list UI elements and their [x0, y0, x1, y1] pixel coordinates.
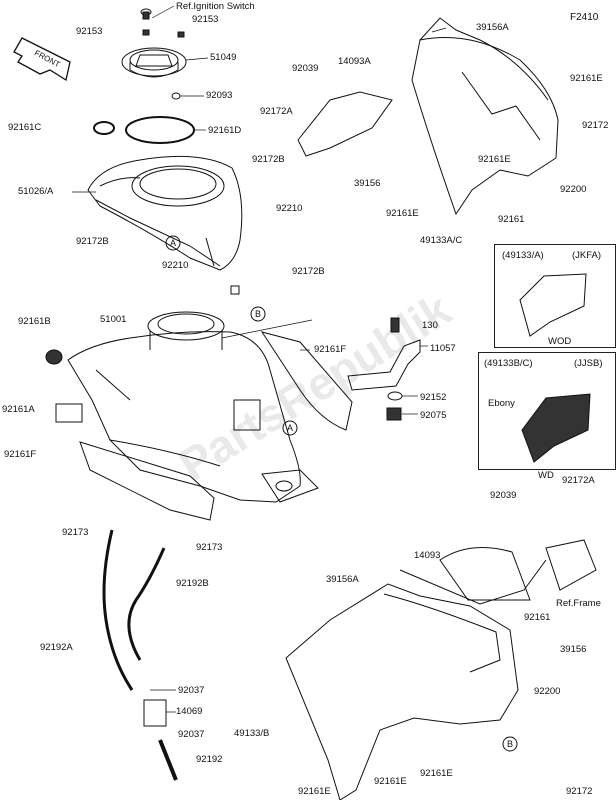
inset-shroud-a: [519, 273, 587, 337]
part-label: 130: [422, 320, 438, 331]
bracket: [347, 339, 421, 391]
leader-lines: [72, 5, 447, 713]
part-label: 51026/A: [18, 186, 54, 197]
tank-cover: [87, 155, 243, 295]
part-label: 92172: [582, 120, 609, 131]
damper: [386, 407, 402, 421]
part-label: 11057: [430, 343, 456, 354]
collar: [387, 391, 403, 401]
part-label: 92152: [420, 392, 447, 403]
fuel-tank: [67, 311, 319, 503]
part-label: 92172B: [292, 266, 325, 277]
part-label: 92153: [192, 14, 219, 25]
part-label: 92172B: [76, 236, 109, 247]
part-label: 14093A: [338, 56, 371, 67]
part-label: 14069: [176, 706, 203, 717]
fuel-filter: [143, 699, 167, 727]
part-label: 92161F: [4, 449, 37, 460]
part-label: 92173: [62, 527, 89, 538]
inset-box-a-color: WOD: [548, 336, 572, 347]
part-label: Ref.Frame: [556, 598, 601, 609]
inset-box-b-color: WD: [538, 470, 554, 481]
part-label: 49133/B: [234, 728, 270, 739]
foam-pad-small: [55, 403, 83, 423]
part-label: 92153: [76, 26, 103, 37]
part-label: 92075: [420, 410, 447, 421]
drain-hose-a: [102, 529, 134, 691]
part-label: 92161C: [8, 122, 42, 133]
part-label: 51049: [210, 52, 237, 63]
part-label: 92172A: [562, 475, 595, 486]
part-label: 92037: [178, 685, 205, 696]
part-label: 14093: [414, 550, 441, 561]
part-label: 92161B: [18, 316, 51, 327]
part-label: 92039: [490, 490, 517, 501]
inset-box-b-code: (49133B/C): [484, 358, 533, 369]
ref-marker-b-icon: [250, 306, 518, 752]
part-label: 92210: [162, 260, 189, 271]
grommet-b: [45, 349, 63, 365]
part-label: 92161F: [314, 344, 347, 355]
part-label: Ref.Ignition Switch: [176, 1, 255, 12]
inset-box-a-variant: (JKFA): [572, 250, 602, 261]
part-label: 92161E: [478, 154, 511, 165]
side-shroud-top: [297, 17, 559, 216]
drain-hose-b: [127, 547, 166, 661]
side-shroud-bottom: [285, 539, 597, 800]
part-label: 92161A: [2, 404, 35, 415]
part-label: 39156A: [326, 574, 359, 585]
part-label: 92093: [206, 90, 233, 101]
part-label: 92161E: [298, 786, 331, 797]
part-label: 92192: [196, 754, 223, 765]
part-label: 92173: [196, 542, 223, 553]
part-label: 92161D: [208, 125, 242, 136]
part-label: 51001: [100, 314, 127, 325]
inset-box-b-extra: Ebony: [488, 398, 515, 409]
part-label: 92039: [292, 63, 319, 74]
hose-short: [158, 739, 178, 781]
part-label: 39156A: [476, 22, 509, 33]
part-label: 92172A: [260, 106, 293, 117]
part-label: 92161E: [386, 208, 419, 219]
seal-ring-c: [93, 121, 115, 135]
part-label: 92161E: [570, 73, 603, 84]
foam-pad-left: [79, 441, 215, 521]
ref-a-label: A: [287, 423, 294, 433]
foam-pad-right: [260, 331, 353, 431]
part-label: 49133A/C: [420, 235, 463, 246]
o-ring-small: [171, 92, 181, 100]
part-label: 92161: [524, 612, 551, 623]
ref-b-label: B: [507, 739, 514, 749]
part-label: 92037: [178, 729, 205, 740]
part-label: 92161E: [420, 768, 453, 779]
part-label: 92161: [498, 214, 525, 225]
part-label: 39156: [354, 178, 381, 189]
ref-a-label: A: [170, 238, 177, 248]
part-label: 92161E: [374, 776, 407, 787]
inset-box-a-code: (49133/A): [502, 250, 544, 261]
gasket-ring-d: [125, 116, 195, 144]
filler-cap-ring: [121, 47, 187, 78]
part-label: 92172B: [252, 154, 285, 165]
figure-id: F2410: [570, 12, 599, 23]
bolt: [390, 317, 400, 333]
part-label: 92200: [534, 686, 561, 697]
ref-b-label: B: [255, 309, 262, 319]
inset-box-b-variant: (JJSB): [574, 358, 603, 369]
front-arrow-icon: FRONT: [13, 37, 71, 82]
inset-box-b: [478, 352, 616, 470]
part-label: 92172: [566, 786, 593, 797]
inset-shroud-b: [521, 393, 591, 463]
ref-marker-a-icon: [165, 235, 298, 436]
part-label: 92192A: [40, 642, 73, 653]
part-label: 39156: [560, 644, 587, 655]
part-label: 92192B: [176, 578, 209, 589]
part-label: 92200: [560, 184, 587, 195]
part-label: 92210: [276, 203, 303, 214]
screw-icon: [140, 8, 185, 38]
